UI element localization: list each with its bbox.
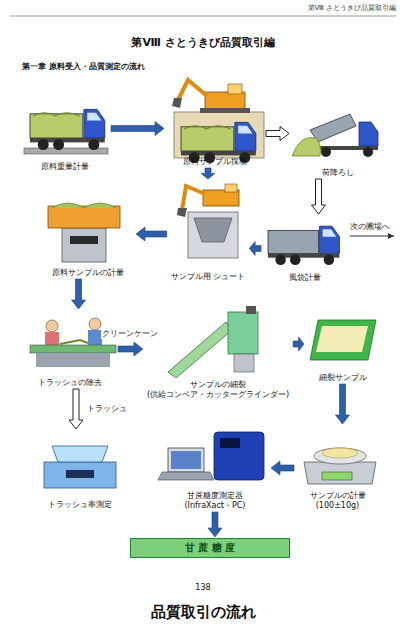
flow-arrow [312,179,326,214]
step-label: 原料サンプルの計量 [52,268,124,278]
process-step: 甘蔗糖度測定器(InfraXact・PC) [160,425,270,511]
step-label: 甘 蔗 糖 度 [185,541,235,555]
flow-arrow [69,389,83,429]
process-step: 原料サンプルの計量 [40,190,135,278]
process-step: 原料サンプル採取 [165,72,265,167]
process-step: トラッシュ率測定 [35,430,125,510]
flow-arrow [111,122,164,136]
flow-arrow [293,337,304,351]
step-label: トラッシュの除去 [38,378,102,388]
step-label: 原料重量計量 [41,162,89,172]
flow-arrow [201,168,215,179]
process-step: サンプル用 シュート [168,180,249,282]
step-label: 細裂サンプル [319,373,367,383]
flow-arrow [271,461,294,475]
step-label: (100±10g) [316,501,359,511]
flow-arrow [136,227,167,241]
process-step: サンプルの計量(100±10g) [295,425,380,511]
step-label: 風袋計量 [289,273,321,283]
step-label: トラッシュ率測定 [48,500,112,510]
process-step: 荷降ろし [290,100,385,178]
caption: 品質取引の流れ [151,602,256,622]
page-number: 138 [195,583,210,593]
process-step: 原料重量計量 [20,90,110,172]
result-band: 甘 蔗 糖 度 [130,538,290,558]
step-label: (供給コンベア・カッターグラインダー) [147,390,289,400]
chapter-heading: 第一章 原料受入・品質測定の流れ [22,62,145,72]
process-step: 細裂サンプル [305,305,380,383]
step-label: サンプル用 シュート [171,272,246,282]
process-step: トラッシュの除去 [22,310,117,388]
edge-label: トラッシュ [86,404,128,414]
step-label: (InfraXact・PC) [184,501,245,511]
note: 次の圃場へ [350,222,390,232]
flow-arrow [249,242,261,256]
step-label: サンプルの計量 [310,491,366,501]
flow-arrow [336,384,350,424]
page-header: 第Ⅷ さとうきび品質取引編 [308,4,396,13]
step-label: 甘蔗糖度測定器 [187,491,243,501]
process-step: サンプルの細裂(供給コンベア・カッターグラインダー) [144,300,292,400]
flow-arrow [208,512,222,537]
flow-arrow [266,127,289,141]
flow-arrow [118,342,143,356]
step-label: 荷降ろし [322,168,354,178]
process-step: 風袋計量 [262,215,347,283]
title: 第Ⅷ さとうきび品質取引編 [131,36,274,50]
step-label: サンプルの細裂 [190,380,246,390]
edge-label: クリーンケーン [101,329,159,339]
step-label: 原料サンプル採取 [183,157,247,167]
flow-arrow [72,279,86,309]
